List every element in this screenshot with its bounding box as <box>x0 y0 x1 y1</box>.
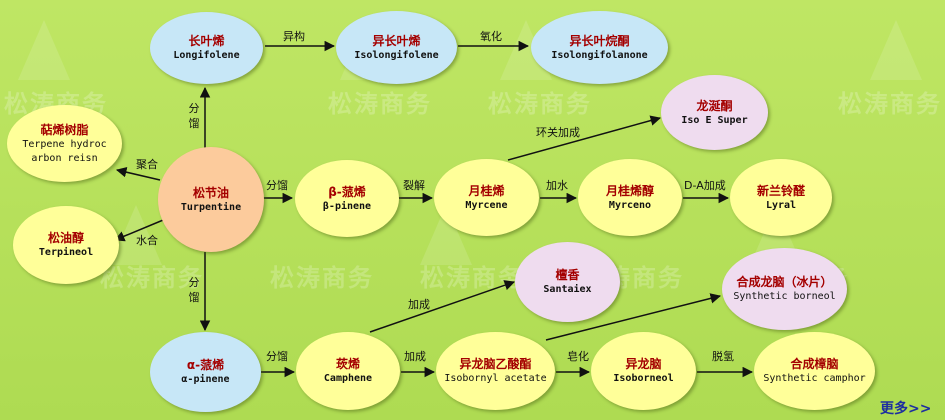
node-myrcenol: 月桂烯醇 Myrceno <box>578 159 682 236</box>
node-label-en: Isoborneol <box>613 373 674 384</box>
node-label-zh: 异龙脑 <box>625 357 662 371</box>
edge-addition-santalex <box>369 280 515 333</box>
node-label-en: Terpineol <box>38 247 94 258</box>
edge-label-da-addition: D-A加成 <box>684 179 726 192</box>
edge-label-isomerization: 异构 <box>283 30 305 43</box>
node-label-en: Longifolene <box>173 50 240 61</box>
node-synthetic-camphor: 合成樟脑 Synthetic camphor <box>754 332 875 410</box>
edge-cyclization <box>507 115 662 161</box>
node-isolongifolene: 异长叶烯 Isolongifolene <box>336 11 457 84</box>
node-label-en: Terpene hydroc arbon reisn <box>22 138 107 164</box>
edge-label-distill-beta: 分馏 <box>266 179 288 192</box>
node-label-zh: 莰烯 <box>335 357 360 371</box>
edge-label-addition-santalex: 加成 <box>408 298 430 311</box>
node-label-zh: 松节油 <box>192 185 229 200</box>
node-label-en: α-pinene <box>181 374 230 385</box>
node-label-zh: 长叶烯 <box>188 34 225 48</box>
node-label-zh: 月桂烯醇 <box>605 183 654 198</box>
node-iso-e-super: 龙涎酮 Iso E Super <box>661 75 768 150</box>
edge-label-distill-down: 分馏 <box>188 276 200 304</box>
node-label-en: Turpentine <box>180 201 242 213</box>
watermark-tree-icon <box>18 20 70 80</box>
node-label-zh: 松油醇 <box>47 231 84 245</box>
node-isoborneol: 异龙脑 Isoborneol <box>591 332 696 410</box>
edge-label-saponification: 皂化 <box>567 350 589 363</box>
node-longifolene: 长叶烯 Longifolene <box>150 12 263 84</box>
node-label-zh: 萜烯树脂 <box>40 122 89 137</box>
node-label-en: Isolongifolene <box>354 49 439 61</box>
edge-label-distill-up: 分馏 <box>188 102 200 130</box>
node-alpha-pinene: α-蒎烯 α-pinene <box>150 332 261 412</box>
edge-label-dehydrogenation: 脱氢 <box>712 350 734 363</box>
more-link[interactable]: 更多>> <box>880 401 932 417</box>
watermark-text: 松涛商务 <box>488 90 592 118</box>
node-label-en: Iso E Super <box>681 114 748 126</box>
node-label-en: Isobornyl acetate <box>444 373 547 384</box>
node-label-zh: 月桂烯 <box>468 183 505 198</box>
watermark-text: 松涛商务 <box>100 264 204 292</box>
node-label-en: Camphene <box>323 373 373 384</box>
watermark-text: 松涛商务 <box>838 90 942 118</box>
node-beta-pinene: β-蒎烯 β-pinene <box>295 160 399 237</box>
node-turpentine: 松节油 Turpentine <box>158 147 264 252</box>
node-synthetic-borneol: 合成龙脑（冰片） Synthetic borneol <box>722 248 847 330</box>
edge-polymerization <box>115 167 161 181</box>
node-label-en: Santaiex <box>543 284 592 295</box>
edge-label-oxidation: 氧化 <box>480 30 502 43</box>
edge-label-cracking: 裂解 <box>403 179 425 192</box>
watermark-text: 松涛商务 <box>328 90 432 118</box>
edge-label-cyclization: 环关加成 <box>536 126 580 139</box>
node-label-zh: 合成樟脑 <box>790 357 839 371</box>
node-label-zh: 檀香 <box>555 268 580 282</box>
node-label-zh: 龙涎酮 <box>696 98 733 113</box>
node-label-zh: 异龙脑乙酸酯 <box>459 357 532 371</box>
watermark-tree-icon <box>870 20 922 80</box>
node-santalex: 檀香 Santaiex <box>515 242 620 322</box>
node-label-zh: β-蒎烯 <box>328 184 366 199</box>
edge-label-add-water: 加水 <box>546 179 568 192</box>
node-label-en: Myrcene <box>465 199 508 211</box>
node-label-en: Myrceno <box>608 199 652 211</box>
node-label-en: Lyral <box>765 199 797 211</box>
node-label-zh: 新兰铃醛 <box>756 183 805 198</box>
edge-hydration <box>114 217 169 242</box>
node-label-en: Synthetic camphor <box>763 373 866 384</box>
node-isobornyl-acetate: 异龙脑乙酸酯 Isobornyl acetate <box>436 332 555 410</box>
node-camphene: 莰烯 Camphene <box>296 332 400 410</box>
node-label-en: Isolongifolanone <box>551 49 648 61</box>
node-label-zh: α-蒎烯 <box>186 358 225 372</box>
edge-label-addition-acetate: 加成 <box>404 350 426 363</box>
node-lyral: 新兰铃醛 Lyral <box>730 159 832 236</box>
edge-label-distill-alpha: 分馏 <box>266 350 288 363</box>
edge-label-polymerization: 聚合 <box>136 158 158 171</box>
edge-to-borneol <box>545 293 722 341</box>
edge-label-hydration: 水合 <box>136 234 158 247</box>
node-label-zh: 异长叶烯 <box>372 33 421 48</box>
node-terpineol: 松油醇 Terpineol <box>13 206 119 284</box>
node-label-en: β-pinene <box>322 200 372 212</box>
node-label-en: Synthetic borneol <box>733 291 836 302</box>
node-isolongifolanone: 异长叶烷酮 Isolongifolanone <box>531 11 668 84</box>
node-label-zh: 合成龙脑（冰片） <box>736 275 833 289</box>
node-terpene-resin: 萜烯树脂 Terpene hydroc arbon reisn <box>7 105 122 182</box>
watermark-text: 松涛商务 <box>270 264 374 292</box>
node-label-zh: 异长叶烷酮 <box>569 33 630 48</box>
node-myrcene: 月桂烯 Myrcene <box>434 159 539 236</box>
